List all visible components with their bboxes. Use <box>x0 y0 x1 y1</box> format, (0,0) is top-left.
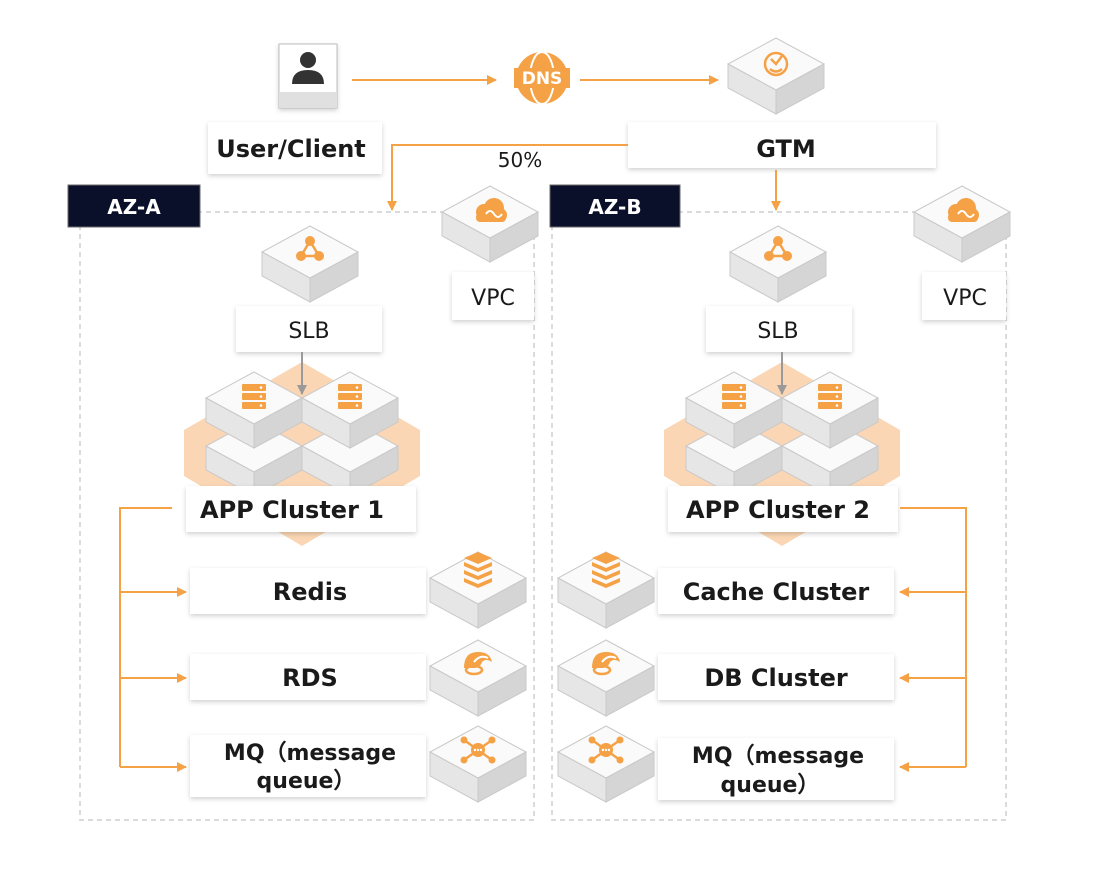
db-cluster-label: DB Cluster <box>704 664 848 692</box>
slb-a-label-box <box>236 306 382 352</box>
redis-label-box <box>190 568 426 614</box>
cluster-2-label-box <box>668 486 898 532</box>
mq-a-node <box>429 725 527 803</box>
gtm-label-box <box>628 122 936 168</box>
user-icon <box>292 52 324 84</box>
mq-b-node <box>557 725 655 803</box>
mq-a-label-line1: MQ（message <box>224 741 396 766</box>
split-percent-label: 50% <box>498 148 542 172</box>
connector-zone-a <box>119 507 172 767</box>
slb-a-label: SLB <box>288 319 329 344</box>
slb-b-label: SLB <box>757 319 798 344</box>
mq-b-label-box <box>658 738 894 800</box>
dns-text: DNS <box>522 69 563 89</box>
gtm-node <box>727 37 825 115</box>
server-icon <box>338 384 362 409</box>
rds-label: RDS <box>282 664 338 692</box>
slb-b-label-box <box>706 306 852 352</box>
slb-b-node <box>729 225 827 303</box>
vpc-b-label-box <box>922 272 1006 320</box>
cluster-1-label: APP Cluster 1 <box>200 496 384 524</box>
user-client-label: User/Client <box>216 135 366 163</box>
vpc-a-label-box <box>452 272 534 320</box>
redis-node <box>429 551 527 629</box>
cache-cluster-label-box <box>658 568 894 614</box>
mq-b-label-line1: MQ（message <box>692 744 864 769</box>
arrow-gtm-to-az-a <box>387 144 628 211</box>
vpc-b-node <box>913 185 1011 263</box>
vpc-a-label: VPC <box>471 286 515 311</box>
server-icon <box>722 384 746 409</box>
dns-icon: DNS <box>514 51 570 105</box>
connector-zone-b <box>900 507 967 767</box>
cluster-1-label-box <box>186 486 416 532</box>
az-b-label: AZ-B <box>588 195 641 219</box>
az-a-badge <box>67 184 201 228</box>
server-icon <box>242 384 266 409</box>
db-cluster-label-box <box>658 654 894 700</box>
vpc-a-node <box>441 185 539 263</box>
mq-a-label-line2: queue） <box>257 769 356 794</box>
rds-node <box>429 639 527 717</box>
gtm-label: GTM <box>756 135 816 163</box>
slb-a-node <box>261 225 359 303</box>
vpc-b-label: VPC <box>943 286 987 311</box>
db-cluster-node <box>557 639 655 717</box>
user-label-box <box>208 122 382 174</box>
mq-b-label-line2: queue） <box>721 773 820 798</box>
rds-label-box <box>190 654 426 700</box>
az-a-boundary <box>79 211 535 821</box>
user-client-node <box>278 43 338 109</box>
cache-cluster-label: Cache Cluster <box>683 578 870 606</box>
az-a-label: AZ-A <box>107 195 161 219</box>
mq-a-label-box <box>190 735 426 797</box>
az-b-boundary <box>551 211 1007 821</box>
az-b-badge <box>549 184 681 228</box>
cache-cluster-node <box>557 551 655 629</box>
server-icon <box>818 384 842 409</box>
cluster-2-label: APP Cluster 2 <box>686 496 870 524</box>
redis-label: Redis <box>273 578 347 606</box>
